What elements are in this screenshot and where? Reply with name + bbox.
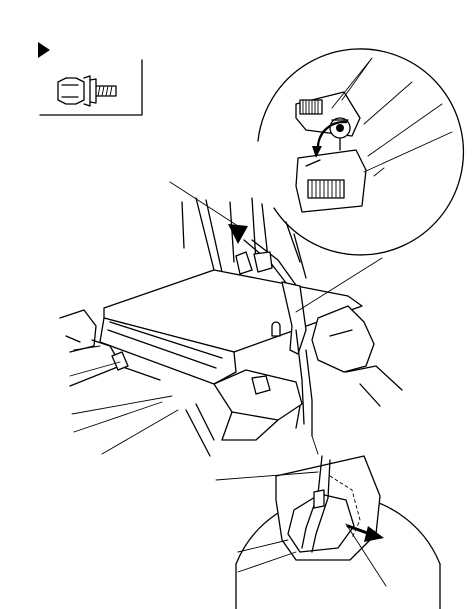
legend-box xyxy=(38,42,143,116)
bracket-grille-top xyxy=(299,99,323,115)
pointer-triangle-icon xyxy=(228,224,248,244)
rotation-arrow-icon xyxy=(316,120,348,152)
rear-seat-assembly xyxy=(59,181,403,457)
belt-guide-detail-circle xyxy=(215,435,441,609)
flange-bolt-icon xyxy=(57,75,117,107)
legend-triangle-icon xyxy=(38,42,50,58)
anchor-detail-circle xyxy=(257,48,465,256)
bracket-grille-bottom xyxy=(307,179,345,199)
